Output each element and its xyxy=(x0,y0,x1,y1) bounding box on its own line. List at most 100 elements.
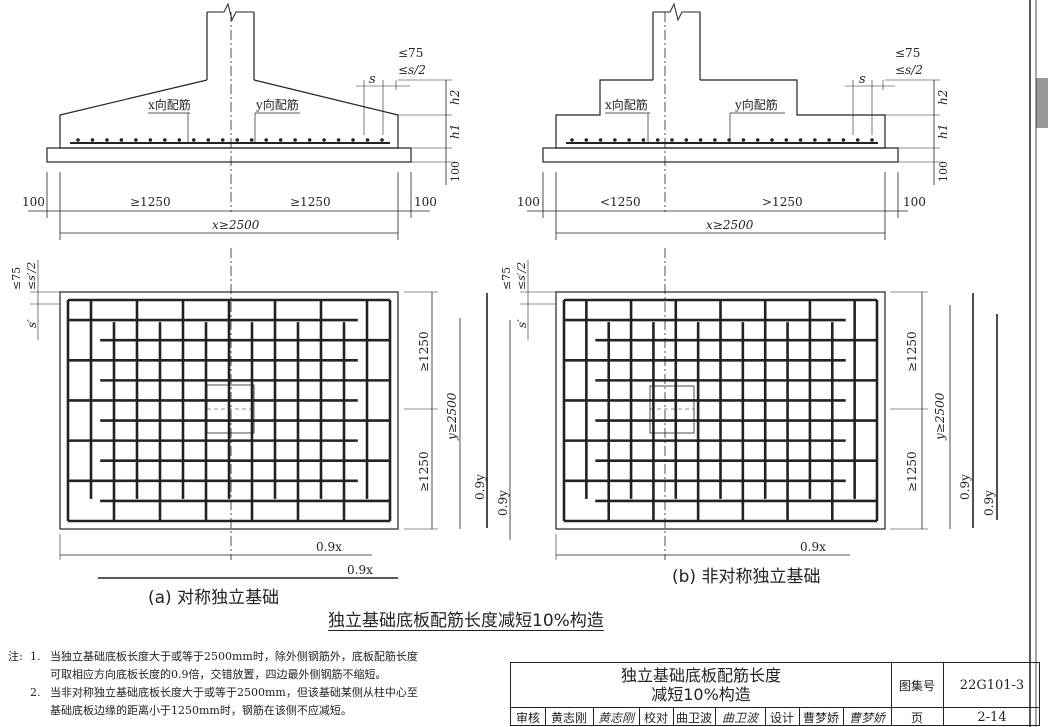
note-2-line-2: 基础底板边缘的距离小于1250mm时，钢筋在该侧不应减短。 xyxy=(50,704,352,717)
plan-b-grid xyxy=(562,298,879,523)
rebar-section-dot xyxy=(813,138,817,142)
plan-09x-label-a2: 0.9x xyxy=(347,563,373,577)
notes-label: 注: xyxy=(8,650,23,663)
half-spacing-label-a: ≤s/2 xyxy=(398,63,426,77)
blinding-100-label-b: 100 xyxy=(937,161,950,182)
checker-signature: 曲卫波 xyxy=(721,710,758,725)
rebar-section-dot xyxy=(192,138,196,142)
rebar-section-dot xyxy=(76,138,80,142)
rebar-section-dot xyxy=(827,138,831,142)
left-lt1250-label-b: <1250 xyxy=(600,195,641,209)
cover-label-b: ≤75 xyxy=(895,46,920,60)
plan-half-spacing-label-b: ≤s′/2 xyxy=(515,262,528,290)
plan-b xyxy=(520,248,998,560)
left-ge1250-label-a: ≥1250 xyxy=(130,195,171,209)
plan-09y-label-a1: 0.9y xyxy=(473,474,487,500)
rebar-section-dot xyxy=(770,138,774,142)
rebar-section-dot xyxy=(684,138,689,142)
rebar-section-dot xyxy=(841,138,846,142)
rebar-section-dot xyxy=(670,138,674,142)
page-number: 2-14 xyxy=(977,709,1007,725)
rebar-section-dot xyxy=(351,138,355,142)
rebar-section-dot xyxy=(148,138,153,142)
rebar-section-dot xyxy=(870,138,874,142)
rebar-section-dot xyxy=(855,138,860,142)
reviewer-signature: 黄志刚 xyxy=(597,710,634,725)
h2-label-a: h2 xyxy=(448,90,462,105)
note-2-text-1: 当非对称独立基础底板长度大于或等于2500mm，但该基础某侧从柱中心至 xyxy=(50,686,418,699)
rebar-section-dot xyxy=(322,138,326,142)
rebar-section-dot xyxy=(249,138,254,142)
h2-label-b: h2 xyxy=(936,90,950,105)
right-gt1250-label-b: >1250 xyxy=(762,195,803,209)
title-block-title-line-1: 独立基础底板配筋长度 xyxy=(620,666,781,685)
rebar-section-dot xyxy=(177,138,182,142)
rebar-section-dot xyxy=(278,138,283,142)
half-spacing-label-b: ≤s/2 xyxy=(895,63,923,77)
cover-label-a: ≤75 xyxy=(398,46,423,60)
rebar-section-dot xyxy=(220,138,225,142)
rebar-section-dot xyxy=(163,138,167,142)
note-2-number: 2. xyxy=(30,686,41,699)
plan-upper-gt1250-label-b: ≥1250 xyxy=(905,331,919,372)
rebar-section-dot xyxy=(380,138,384,142)
h1-label-a: h1 xyxy=(448,124,462,139)
plan-spacing-label-b: s′ xyxy=(515,319,529,328)
reviewer-name: 黄志刚 xyxy=(550,710,587,725)
plan-half-spacing-label-a: ≤s′/2 xyxy=(25,262,38,290)
rebar-section-dot xyxy=(570,138,574,142)
rebar-section-dot xyxy=(105,138,109,142)
plan-cover-label-b: ≤75 xyxy=(500,267,513,290)
rebar-section-dot xyxy=(784,138,789,142)
h1-label-b: h1 xyxy=(936,124,950,139)
rebar-section-dot xyxy=(741,138,746,142)
spacing-label-b: s xyxy=(859,72,866,87)
y-rebar-label-b: y向配筋 xyxy=(734,97,778,112)
right-100-label-a: 100 xyxy=(414,195,437,209)
plan-upper-ge1250-label-a: ≥1250 xyxy=(417,331,431,372)
title-block-title-line-2: 减短10%构造 xyxy=(651,685,751,704)
rebar-section-dot xyxy=(713,138,717,142)
x-rebar-label-b: x向配筋 xyxy=(605,97,648,112)
atlas-label: 图集号 xyxy=(898,678,935,693)
plan-cover-label-a: ≤75 xyxy=(10,267,23,290)
rebar-section-dot xyxy=(307,138,312,142)
x-rebar-label-a: x向配筋 xyxy=(148,97,191,112)
plan-spacing-label-a: s′ xyxy=(25,319,39,328)
note-2-line-1: 2. 当非对称独立基础底板长度大于或等于2500mm，但该基础某侧从柱中心至 xyxy=(8,684,418,702)
left-100-label-b: 100 xyxy=(517,195,540,209)
section-a xyxy=(28,2,452,240)
left-100-label-a: 100 xyxy=(22,195,45,209)
rebar-section-dot xyxy=(655,138,660,142)
rebar-section-dot xyxy=(627,138,631,142)
note-1-line-1: 注: 1. 当独立基础底板长度大于或等于2500mm时，除外侧钢筋外，底板配筋长度 xyxy=(8,648,418,666)
designer-name: 曹梦娇 xyxy=(802,710,839,725)
note-1-number: 1. xyxy=(30,650,41,663)
rebar-section-dot xyxy=(264,138,268,142)
rebar-section-dot xyxy=(293,138,297,142)
rebar-section-dot xyxy=(641,138,646,142)
note-1-line-2: 可取相应方向底板长度的0.9倍，交错放置，四边最外侧钢筋不缩短。 xyxy=(50,668,387,681)
y-rebar-label-a: y向配筋 xyxy=(255,97,299,112)
plan-lower-ge1250-label-a: ≥1250 xyxy=(417,451,431,492)
x-total-label-b: x≥2500 xyxy=(706,218,754,232)
atlas-number: 22G101-3 xyxy=(959,677,1025,693)
page-border xyxy=(1029,0,1048,727)
plan-09x-label-a1: 0.9x xyxy=(316,540,342,554)
title-block: 独立基础底板配筋长度 减短10%构造 图集号 22G101-3 审核 黄志刚 黄… xyxy=(510,662,1040,726)
plan-09x-label-b1: 0.9x xyxy=(800,540,826,554)
plan-a xyxy=(30,248,511,579)
x-total-label-a: x≥2500 xyxy=(212,218,260,232)
notes: 注:1.当独立基础底板长度大于或等于2500mm时，除外侧钢筋外，底板配筋长度 … xyxy=(8,648,418,720)
plan-09y-label-a2: 0.9y xyxy=(496,490,510,516)
section-b xyxy=(527,2,940,240)
caption-b: (b) 非对称独立基础 xyxy=(672,567,821,587)
rebar-section-dot xyxy=(698,138,703,142)
section-a-rebar-dots xyxy=(76,138,384,142)
designer-signature: 曹梦娇 xyxy=(848,710,885,725)
rebar-section-dot xyxy=(727,138,731,142)
plan-lower-gt1250-label-b: ≥1250 xyxy=(905,451,919,492)
rebar-section-dot xyxy=(119,138,124,142)
note-1-text-1: 当独立基础底板长度大于或等于2500mm时，除外侧钢筋外，底板配筋长度 xyxy=(50,650,418,663)
